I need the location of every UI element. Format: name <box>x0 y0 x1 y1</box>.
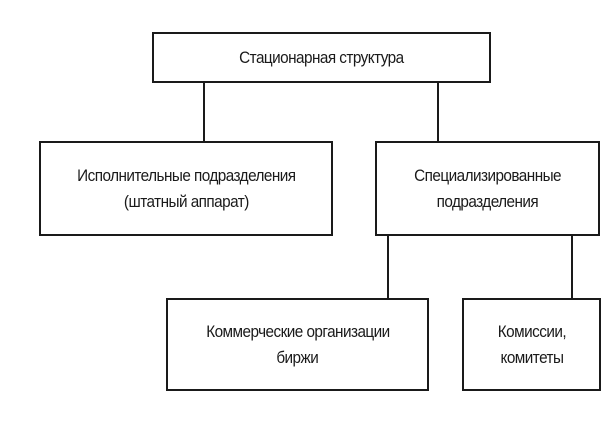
box-label: комитеты <box>500 347 564 367</box>
box-label: Специализированные <box>414 165 561 185</box>
box-label: биржи <box>276 347 319 367</box>
box-label: (штатный аппарат) <box>123 191 249 211</box>
connector-specialized-commercial <box>387 235 389 298</box>
box-label: Стационарная структура <box>239 47 404 67</box>
root-box-stationary-structure: Стационарная структура <box>152 32 491 83</box>
box-executive-divisions: Исполнительные подразделения (штатный ап… <box>39 141 333 236</box>
connector-root-right <box>437 82 439 141</box>
box-label: Исполнительные подразделения <box>76 165 296 185</box>
box-commercial-organizations: Коммерческие организации биржи <box>166 298 429 391</box>
box-label: подразделения <box>436 191 539 211</box>
box-commissions-committees: Комиссии, комитеты <box>462 298 601 391</box>
connector-specialized-commissions <box>571 235 573 298</box>
connector-root-left <box>203 82 205 141</box>
box-specialized-divisions: Специализированные подразделения <box>375 141 600 236</box>
box-label: Комиссии, <box>497 321 566 341</box>
box-label: Коммерческие организации <box>205 321 390 341</box>
